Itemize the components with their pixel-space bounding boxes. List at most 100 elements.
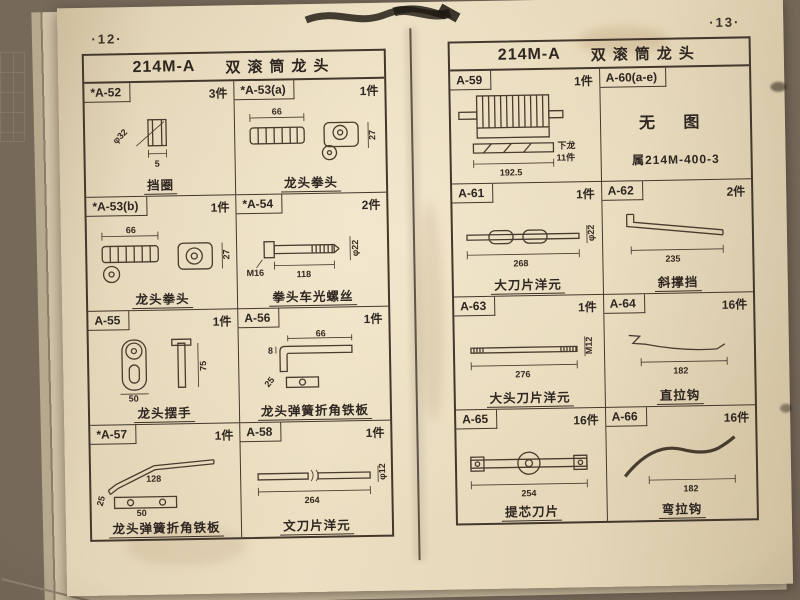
part-cell-a57: *A-57 1件 128 25 50 龙头弹簧折角铁板 (90, 423, 243, 540)
drawing-a58: 264 φ12 (257, 463, 387, 505)
part-number: A-56 (238, 308, 280, 329)
ink-scribble-icon (304, 3, 461, 24)
drawing-a64: 182 (628, 334, 728, 376)
dim-label: 192.5 (500, 167, 523, 177)
part-name: 直拉钩 (605, 383, 755, 405)
part-quantity: 1件 (210, 200, 230, 215)
drawing-a54: 118 M16 φ22 (246, 236, 360, 279)
part-quantity: 1件 (359, 83, 379, 99)
drawing-a56: 66 8 25 (262, 328, 353, 389)
part-name: 拳头车光螺丝 (238, 285, 388, 307)
title-name: 双滚筒龙头 (590, 44, 701, 64)
part-number: A-65 (456, 409, 498, 430)
part-number: *A-53(a) (234, 80, 295, 101)
part-cell-a63: A-63 1件 276 M12 (454, 294, 606, 411)
part-number: *A-52 (84, 83, 131, 103)
part-name: 挡圈 (86, 173, 235, 195)
part-cell-a65: A-65 16件 254 提芯刀片 (456, 407, 608, 524)
dim-label: 25 (94, 495, 106, 507)
drawing-a53a: 66 27 (249, 106, 377, 161)
part-number: A-60(a-e) (599, 67, 667, 88)
dim-label: 5 (154, 159, 159, 169)
part-quantity: 16件 (721, 297, 748, 312)
part-quantity: 2件 (361, 197, 381, 213)
part-quantity: 3件 (208, 86, 228, 101)
part-number: A-61 (452, 183, 494, 204)
drawing-a66: 182 (624, 435, 736, 494)
part-cell-a61: A-61 1件 268 φ22 大刀片洋元 (452, 181, 604, 298)
stain (779, 403, 793, 413)
part-cell-a53b: *A-53(b) 1件 66 (86, 195, 239, 312)
part-name: 龙头拳头 (236, 171, 386, 193)
part-number: A-59 (450, 70, 492, 91)
dim-label: 75 (198, 361, 208, 371)
dim-label: 118 (297, 269, 312, 279)
drawing-a65: 254 (470, 451, 589, 498)
dim-label: 235 (666, 254, 681, 264)
stain (770, 81, 787, 92)
drawing-a62: 235 (626, 213, 724, 264)
part-number: A-66 (605, 407, 647, 427)
part-name: 龙头弹簧折角铁板 (92, 516, 241, 539)
drawing-a57: 128 25 50 (94, 459, 215, 517)
dim-label: 25 (262, 375, 276, 389)
part-name: 龙头拳头 (88, 287, 237, 310)
stain (416, 201, 447, 423)
part-number: A-58 (240, 422, 282, 443)
center-fold (409, 28, 421, 561)
part-quantity: 1件 (577, 300, 597, 315)
dim-label: 182 (674, 365, 689, 375)
part-quantity: 16件 (573, 412, 599, 428)
no-figure-label: 无 图 (638, 113, 712, 133)
dim-label: φ32 (110, 127, 129, 146)
part-cell-a66: A-66 16件 182 弯拉钩 (605, 405, 756, 521)
title-name: 双滚筒龙头 (225, 57, 336, 76)
dim-label: 254 (522, 488, 537, 498)
paper-sheet: ·12· ·13· 214M-A 双滚筒龙头 *A-52 3件 (56, 0, 794, 597)
drawing-a59: 192.5 下龙 11件 (458, 94, 576, 178)
margin-grid-marks (0, 52, 25, 142)
note-label: 11件 (557, 151, 576, 162)
note-label: 下龙 (558, 139, 576, 150)
part-quantity: 1件 (214, 428, 234, 443)
title-code: 214M-A (497, 45, 561, 64)
dim-label: φ22 (350, 240, 360, 257)
dim-label: 264 (304, 495, 319, 505)
part-cell-a64: A-64 16件 182 直拉钩 (603, 292, 755, 408)
part-name: 龙头摆手 (90, 401, 239, 424)
part-cell-a53a: *A-53(a) 1件 66 (234, 78, 387, 196)
dim-label: 50 (128, 394, 138, 403)
dim-label: M12 (584, 337, 594, 355)
dim-label: 27 (367, 130, 377, 140)
page-number-left: ·12· (91, 31, 123, 47)
title-code: 214M-A (132, 57, 196, 77)
part-name: 斜撑挡 (603, 270, 753, 292)
dim-label: 27 (221, 249, 231, 259)
dim-label: 66 (125, 225, 135, 235)
dim-label: 66 (272, 106, 282, 116)
dim-label: 8 (268, 346, 273, 356)
dim-label: φ12 (377, 463, 387, 480)
left-page-table: 214M-A 双滚筒龙头 *A-52 3件 φ32 (81, 48, 395, 542)
dim-label: M16 (246, 268, 264, 278)
dim-label: 268 (514, 258, 529, 268)
part-quantity: 1件 (212, 314, 232, 329)
part-name: 大刀片洋元 (454, 273, 603, 295)
part-name: 提芯刀片 (458, 500, 607, 522)
page-number-right: ·13· (709, 14, 741, 30)
dim-label: φ22 (586, 225, 596, 242)
part-quantity: 1件 (365, 425, 385, 441)
part-number: *A-53(b) (86, 196, 148, 217)
part-name: 大头刀片洋元 (456, 386, 605, 408)
drawing-a55: 50 75 (120, 338, 208, 403)
drawing-a61: 268 φ22 (466, 225, 596, 268)
drawing-a52: φ32 5 (110, 118, 167, 169)
part-cell-a52: *A-52 3件 φ32 5 挡圈 (84, 81, 237, 198)
belongs-to-label: 属214M-400-3 (631, 151, 720, 168)
part-name: 文刀片洋元 (242, 514, 392, 536)
dim-label: 128 (146, 474, 161, 484)
part-cell-a56: A-56 1件 66 8 25 龙头弹簧折角铁板 (238, 306, 391, 424)
part-quantity: 1件 (363, 311, 383, 327)
part-quantity: 2件 (726, 184, 746, 199)
part-cell-a55: A-55 1件 50 75 龙头摆手 (88, 309, 241, 426)
